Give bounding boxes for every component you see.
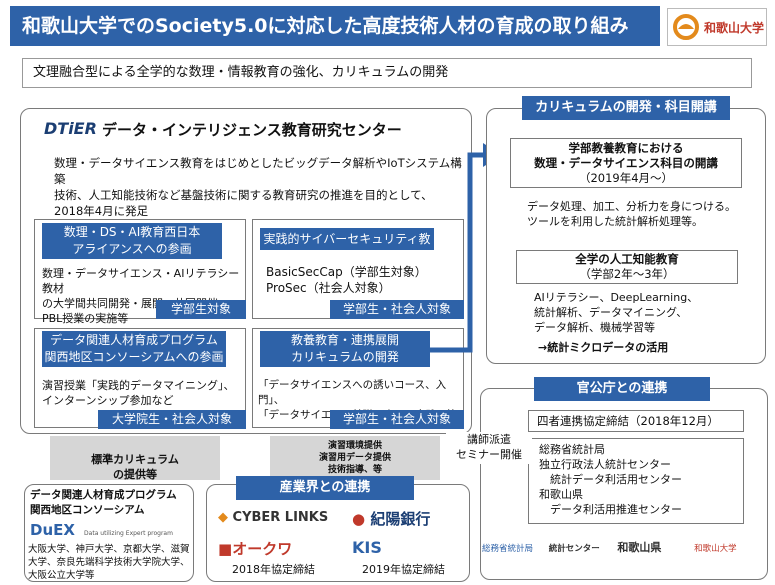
alliance-header-line: アライアンスへの参画: [72, 242, 192, 256]
item2-header-line: 全学の人工知能教育: [575, 252, 679, 266]
okuwa-logo: ■オークワ: [218, 540, 293, 558]
item1-header-line: 学部教養教育における: [568, 141, 684, 155]
cyber-body: BasicSecCap（学部生対象） ProSec（社会人対象）: [266, 264, 456, 296]
kansai-body-line: インターンシップ参加など: [42, 394, 174, 407]
kiyo-text: 紀陽銀行: [370, 510, 431, 528]
center-desc-line: 数理・データサイエンス教育をはじめとしたビッグデータ解析やIoTシステム構築: [54, 156, 462, 186]
cyber-header: 実践的サイバーセキュリティ教育: [260, 228, 434, 268]
page-title: 和歌山大学でのSociety5.0に対応した高度技術人材の育成の取り組み: [10, 6, 660, 46]
kansai-header-line: データ関連人材育成プログラム: [50, 333, 218, 347]
curriculum-title: カリキュラムの開発・科目開講: [522, 96, 730, 120]
consortium-title-line: 関西地区コンソーシアム: [30, 504, 145, 516]
lecturer-line: セミナー開催: [456, 448, 522, 461]
up-arrow-left: [50, 436, 220, 480]
stat-center-logo: 統計センター: [548, 544, 600, 554]
item2-body-line: データ解析、機械学習等: [534, 321, 655, 334]
consortium-member-line: 大阪公立大学等: [28, 570, 95, 581]
up-arrow-mid: [270, 436, 440, 480]
cyber-tag: 学部生・社会人対象: [330, 300, 464, 319]
kansai-body-line: 演習授業「実践的データマイニング」、: [42, 379, 235, 392]
kansai-body: 演習授業「実践的データマイニング」、 インターンシップ参加など: [42, 378, 242, 408]
kansai-header: データ関連人材育成プログラム 関西地区コンソーシアムへの参画: [42, 331, 226, 367]
curriculum-item1-header: 学部教養教育における 数理・データサイエンス科目の開講 （2019年4月～）: [510, 138, 742, 188]
center-description: 数理・データサイエンス教育をはじめとしたビッグデータ解析やIoTシステム構築 技…: [54, 155, 464, 219]
item1-body-line: データ処理、加工、分析力を身につける。: [527, 200, 736, 213]
alliance-body-line: PBL授業の実施等: [42, 312, 129, 325]
liberal-header: 教養教育・連携展開 カリキュラムの開発: [260, 331, 430, 367]
duex-logo: DuEX Data utilizing Expert program: [30, 520, 180, 542]
cyber-body-line: ProSec（社会人対象）: [266, 281, 391, 295]
alliance-body-line: 数理・データサイエンス・AIリテラシー教材: [42, 267, 240, 295]
government-orgs: 総務省統計局 独立行政法人統計センター 統計データ利活用センター 和歌山県 デー…: [528, 438, 744, 524]
university-logo: 和歌山大学: [667, 8, 767, 46]
consortium-panel: [24, 484, 194, 582]
arrow-left-line: 標準カリキュラム: [91, 453, 179, 466]
okuwa-text: オークワ: [232, 540, 293, 558]
liberal-body-line: 「データサイエンスへの誘いコース、入門」、: [258, 379, 447, 406]
kis-logo: KIS: [352, 538, 382, 557]
arrow-mid-line: 技術指導、等: [327, 465, 382, 475]
wakayama-univ-logo: 和歌山大学: [694, 544, 737, 554]
cyberlinks-text: CYBER LINKS: [232, 510, 329, 525]
lecturer-dispatch: 講師派遣 セミナー開催: [446, 432, 532, 464]
item1-header-line: （2019年4月～）: [578, 171, 674, 185]
curriculum-item2-body: AIリテラシー、DeepLearning、 統計解析、データマイニング、 データ…: [534, 290, 754, 335]
logo-text: 和歌山大学: [704, 21, 765, 35]
government-logos: 総務省統計局 統計センター 和歌山県 和歌山大学: [482, 536, 766, 560]
curriculum-item2-note: →統計ミクロデータの活用: [538, 341, 669, 354]
kansai-tag: 大学院生・社会人対象: [98, 410, 246, 429]
kiyo-bank-logo: ● 紀陽銀行: [352, 510, 431, 528]
gov-org-line: 統計データ利活用センター: [539, 473, 682, 486]
item2-body-line: 統計解析、データマイニング、: [534, 306, 688, 319]
item1-header-line: 数理・データサイエンス科目の開講: [534, 156, 718, 170]
wakayama-logo-icon: [673, 14, 699, 40]
item2-body-line: AIリテラシー、DeepLearning、: [534, 291, 699, 304]
consortium-title: データ関連人材育成プログラム 関西地区コンソーシアム: [30, 488, 200, 518]
arrow-left-label: 標準カリキュラム の提供等: [50, 452, 220, 482]
industry-date-left: 2018年協定締結: [232, 563, 315, 576]
government-title: 官公庁との連携: [534, 377, 710, 401]
alliance-header: 数理・DS・AI教育西日本 アライアンスへの参画: [42, 223, 222, 259]
lecturer-line: 講師派遣: [467, 433, 511, 446]
gov-org-line: 和歌山県: [539, 488, 583, 501]
cyber-body-line: BasicSecCap（学部生対象）: [266, 265, 427, 279]
gov-org-line: データ利活用推進センター: [539, 503, 682, 516]
center-name: データ・インテリジェンス教育研究センター: [102, 121, 402, 139]
item2-header-line: （学部2年～3年）: [579, 267, 675, 281]
kansai-header-line: 関西地区コンソーシアムへの参画: [44, 350, 224, 364]
liberal-header-line: カリキュラムの開発: [291, 350, 399, 364]
government-agreement: 四者連携協定締結（2018年12月）: [528, 410, 744, 432]
arrow-mid-line: 演習用データ提供: [318, 453, 391, 463]
consortium-member-line: 大阪大学、神戸大学、京都大学、滋賀: [28, 544, 190, 555]
arrow-mid-line: 演習環境提供: [327, 441, 382, 451]
consortium-members: 大阪大学、神戸大学、京都大学、滋賀 大学、奈良先端科学技術大学院大学、 大阪公立…: [28, 543, 198, 582]
consortium-member-line: 大学、奈良先端科学技術大学院大学、: [28, 557, 190, 568]
center-desc-line: 2018年4月に発足: [54, 204, 149, 218]
gov-org-line: 総務省統計局: [539, 443, 605, 456]
curriculum-item2-header: 全学の人工知能教育 （学部2年～3年）: [516, 250, 738, 284]
arrow-left-line: の提供等: [113, 468, 157, 481]
gov-org-line: 独立行政法人統計センター: [539, 458, 671, 471]
wakayama-pref-logo: 和歌山県: [617, 541, 662, 554]
arrow-mid-label: 演習環境提供 演習用データ提供 技術指導、等: [270, 440, 440, 476]
consortium-title-line: データ関連人材育成プログラム: [30, 489, 177, 501]
liberal-header-line: 教養教育・連携展開: [290, 333, 399, 347]
subtitle: 文理融合型による全学的な数理・情報教育の強化、カリキュラムの開発: [22, 58, 752, 88]
dtier-logo: DTiER: [44, 119, 97, 138]
industry-date-right: 2019年協定締結: [362, 563, 445, 576]
liberal-tag: 学部生・社会人対象: [330, 410, 464, 429]
industry-title: 産業界との連携: [236, 476, 414, 500]
duex-text: DuEX: [30, 521, 75, 539]
duex-sub: Data utilizing Expert program: [84, 530, 173, 537]
alliance-header-line: 数理・DS・AI教育西日本: [63, 225, 201, 239]
center-desc-line: 技術、人工知能技術など基盤技術に関する教育研究の推進を目的として、: [54, 188, 433, 202]
item1-body-line: ツールを利用した統計解析処理等。: [527, 215, 703, 228]
stat-bureau-logo: 総務省統計局: [482, 544, 534, 554]
alliance-tag: 学部生対象: [156, 300, 246, 319]
cyberlinks-logo: ◆ CYBER LINKS: [218, 510, 329, 525]
curriculum-item1-body: データ処理、加工、分析力を身につける。 ツールを利用した統計解析処理等。: [527, 199, 757, 229]
